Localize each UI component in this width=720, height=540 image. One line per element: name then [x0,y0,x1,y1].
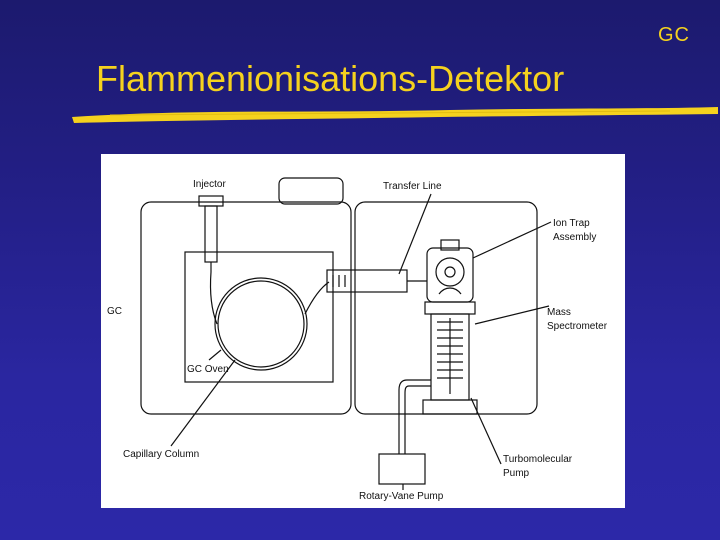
gcms-diagram: Injector Transfer Line Ion Trap Assembly… [101,154,625,508]
capillary-column-coil [214,277,308,371]
label-rotary-vane-pump: Rotary-Vane Pump [359,491,444,502]
corner-tag: GC [658,24,690,46]
label-spectrometer: Spectrometer [547,321,608,332]
label-capillary-column: Capillary Column [123,449,199,460]
title-underline-brushstroke [72,107,718,123]
injector-body [204,205,218,263]
fore-line-tube [398,379,431,454]
injector-cap [198,195,224,207]
label-transfer-line: Transfer Line [383,181,442,192]
gc-top-box [278,177,344,205]
gc-housing [140,201,352,415]
label-ion-trap: Ion Trap [553,218,590,229]
slide-title: Flammenionisations-Detektor [96,58,565,99]
label-turbomolecular: Turbomolecular [503,454,573,465]
ms-housing [354,201,538,415]
ion-trap-assembly [426,247,474,303]
label-gc-oven: GC Oven [187,364,229,375]
label-injector: Injector [193,179,226,190]
label-mass: Mass [547,307,571,318]
label-ion-trap-assembly: Assembly [553,232,596,243]
rotary-vane-pump [378,453,426,485]
label-turbo-pump: Pump [503,468,530,479]
gcms-diagram-svg: Injector Transfer Line Ion Trap Assembly… [107,177,608,502]
label-gc: GC [107,306,122,317]
gc-oven [184,251,334,383]
